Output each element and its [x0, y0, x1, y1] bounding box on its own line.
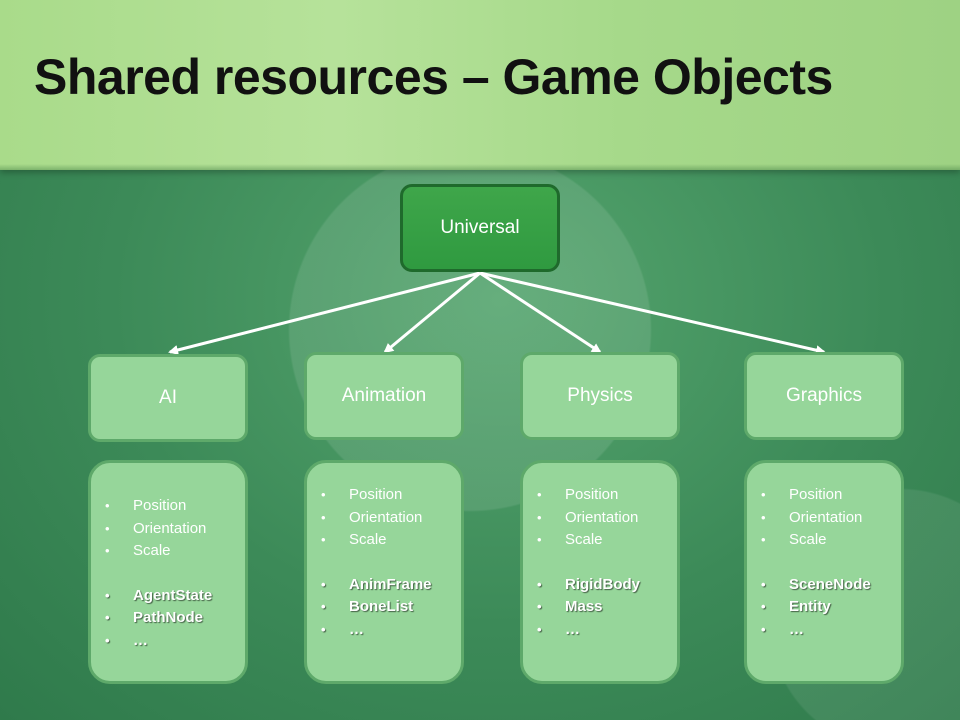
physics-node-label: Physics	[567, 385, 633, 406]
arrow-to-physics	[479, 271, 602, 354]
animation-detail-list: Position Orientation Scale AnimFrame Bon…	[321, 484, 432, 641]
list-item: Scale	[761, 529, 871, 552]
graphics-detail-box: Position Orientation Scale SceneNode Ent…	[744, 460, 904, 684]
physics-detail-list: Position Orientation Scale RigidBody Mas…	[537, 484, 640, 641]
list-item: RigidBody	[537, 574, 640, 597]
universal-node-label: Universal	[440, 217, 520, 238]
list-item: SceneNode	[761, 574, 871, 597]
list-item: Position	[105, 495, 212, 518]
arrow-to-graphics	[479, 271, 826, 356]
list-item: Orientation	[105, 518, 212, 541]
animation-node-label: Animation	[341, 385, 427, 406]
slide-title: Shared resources – Game Objects	[34, 49, 833, 105]
list-item: Position	[321, 484, 432, 507]
list-item: AgentState	[105, 585, 212, 608]
arrow-to-ai	[168, 271, 481, 355]
list-item: Orientation	[761, 507, 871, 530]
list-item: Mass	[537, 596, 640, 619]
list-item: Scale	[321, 529, 432, 552]
ai-node: AI	[88, 354, 248, 442]
list-item: PathNode	[105, 607, 212, 630]
list-item: …	[105, 630, 212, 653]
arrow-to-animation	[383, 271, 481, 354]
physics-detail-box: Position Orientation Scale RigidBody Mas…	[520, 460, 680, 684]
list-item: Scale	[537, 529, 640, 552]
title-band: Shared resources – Game Objects	[0, 0, 960, 170]
list-item: Entity	[761, 596, 871, 619]
list-item: Scale	[105, 540, 212, 563]
list-item: Orientation	[321, 507, 432, 530]
ai-detail-box: Position Orientation Scale AgentState Pa…	[88, 460, 248, 684]
list-item: Position	[537, 484, 640, 507]
ai-detail-list: Position Orientation Scale AgentState Pa…	[105, 495, 212, 652]
list-item: AnimFrame	[321, 574, 432, 597]
ai-node-label: AI	[159, 387, 177, 408]
animation-node: Animation	[304, 352, 464, 440]
list-item: …	[321, 619, 432, 642]
list-item: Position	[761, 484, 871, 507]
animation-detail-box: Position Orientation Scale AnimFrame Bon…	[304, 460, 464, 684]
graphics-node-label: Graphics	[785, 385, 863, 406]
physics-node: Physics	[520, 352, 680, 440]
universal-node: Universal	[400, 184, 560, 272]
list-item: …	[761, 619, 871, 642]
list-item: …	[537, 619, 640, 642]
graphics-detail-list: Position Orientation Scale SceneNode Ent…	[761, 484, 871, 641]
graphics-node: Graphics	[744, 352, 904, 440]
list-item: BoneList	[321, 596, 432, 619]
list-item: Orientation	[537, 507, 640, 530]
